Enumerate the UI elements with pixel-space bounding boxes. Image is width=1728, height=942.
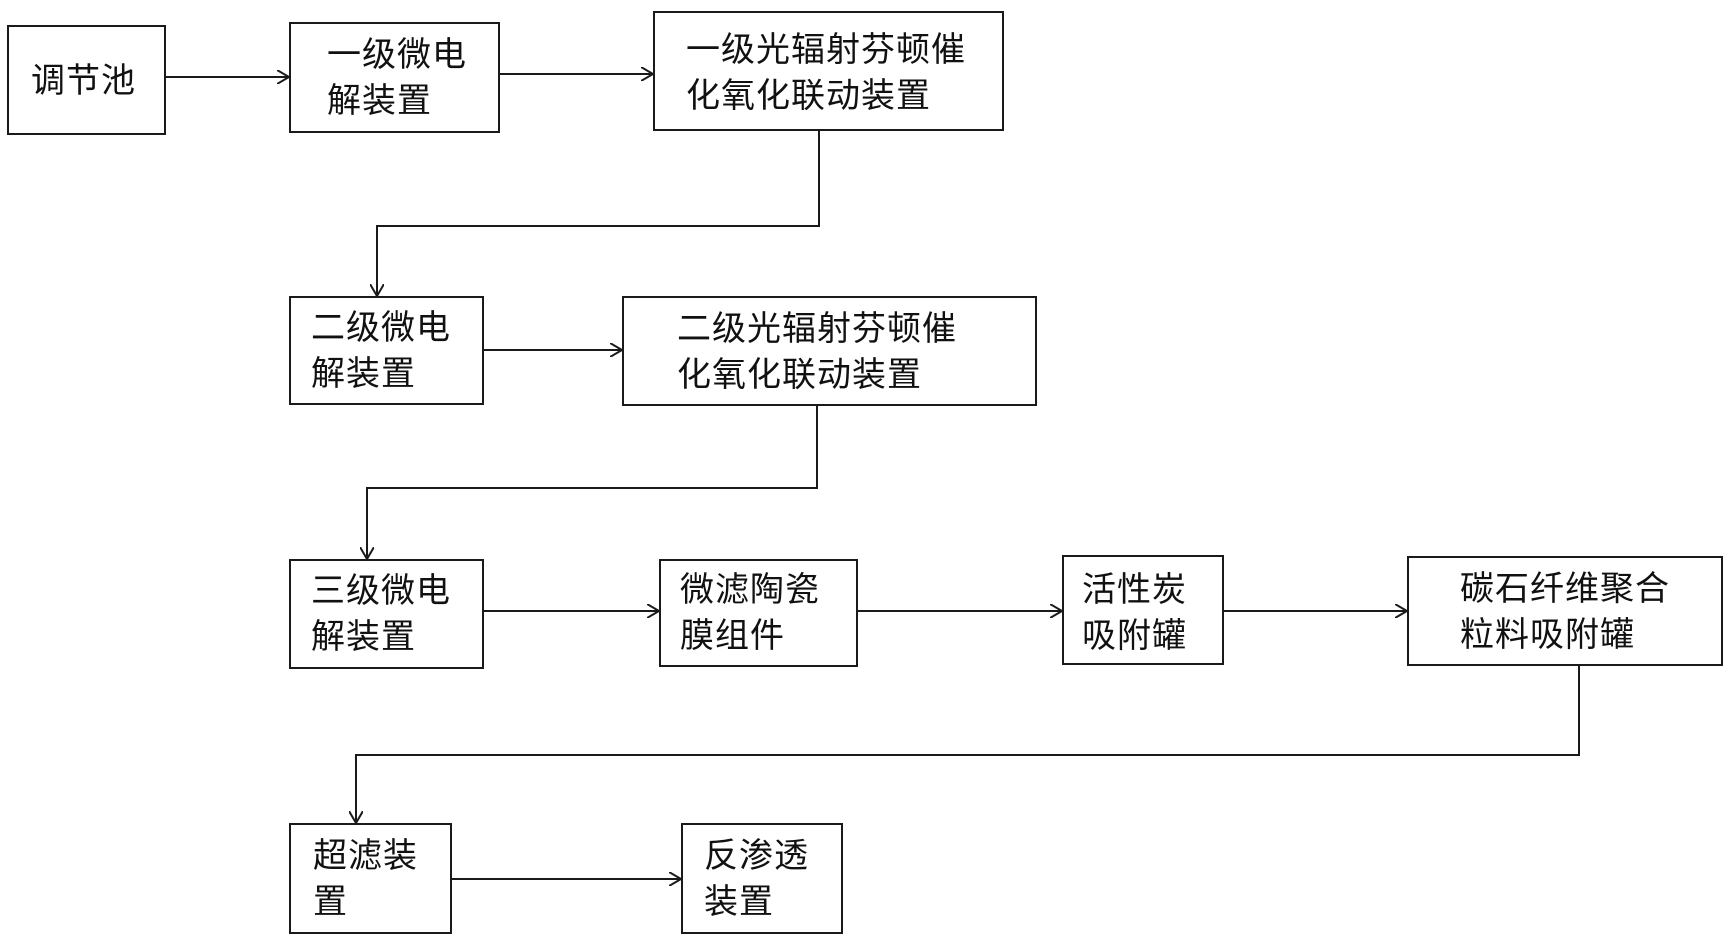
node-l1-photo-fenton-label: 一级光辐射芬顿催 化氧化联动装置	[686, 30, 966, 116]
node-carbon-stone-fiber-label: 碳石纤维聚合 粒料吸附罐	[1460, 569, 1670, 655]
node-ultrafiltration: 超滤装 置	[289, 823, 452, 934]
node-l2-photo-fenton: 二级光辐射芬顿催 化氧化联动装置	[622, 296, 1037, 406]
node-ceramic-membrane: 微滤陶瓷 膜组件	[659, 559, 858, 667]
arrow-l2-fenton-to-l3-micro	[367, 406, 818, 559]
node-ceramic-membrane-label: 微滤陶瓷 膜组件	[680, 570, 820, 656]
node-activated-carbon-label: 活性炭 吸附罐	[1082, 570, 1187, 656]
node-l2-micro-electrolysis: 二级微电 解装置	[289, 296, 484, 405]
arrow-l1-fenton-to-l2-micro	[377, 131, 820, 296]
node-tiaojiechi: 调节池	[7, 25, 166, 135]
node-tiaojiechi-label: 调节池	[31, 61, 136, 101]
node-l3-micro-electrolysis: 三级微电 解装置	[289, 559, 484, 669]
node-l2-micro-electrolysis-label: 二级微电 解装置	[311, 308, 451, 394]
node-activated-carbon: 活性炭 吸附罐	[1062, 555, 1224, 665]
node-l1-micro-electrolysis-label: 一级微电 解装置	[327, 35, 467, 121]
node-l3-micro-electrolysis-label: 三级微电 解装置	[311, 571, 451, 657]
node-l1-photo-fenton: 一级光辐射芬顿催 化氧化联动装置	[653, 11, 1004, 131]
node-ultrafiltration-label: 超滤装 置	[313, 836, 418, 922]
arrow-fiber-to-ultrafiltration	[356, 666, 1580, 823]
node-l1-micro-electrolysis: 一级微电 解装置	[289, 22, 500, 133]
node-reverse-osmosis: 反渗透 装置	[681, 823, 843, 934]
node-carbon-stone-fiber: 碳石纤维聚合 粒料吸附罐	[1407, 556, 1723, 666]
node-l2-photo-fenton-label: 二级光辐射芬顿催 化氧化联动装置	[677, 309, 957, 395]
node-reverse-osmosis-label: 反渗透 装置	[704, 836, 809, 922]
